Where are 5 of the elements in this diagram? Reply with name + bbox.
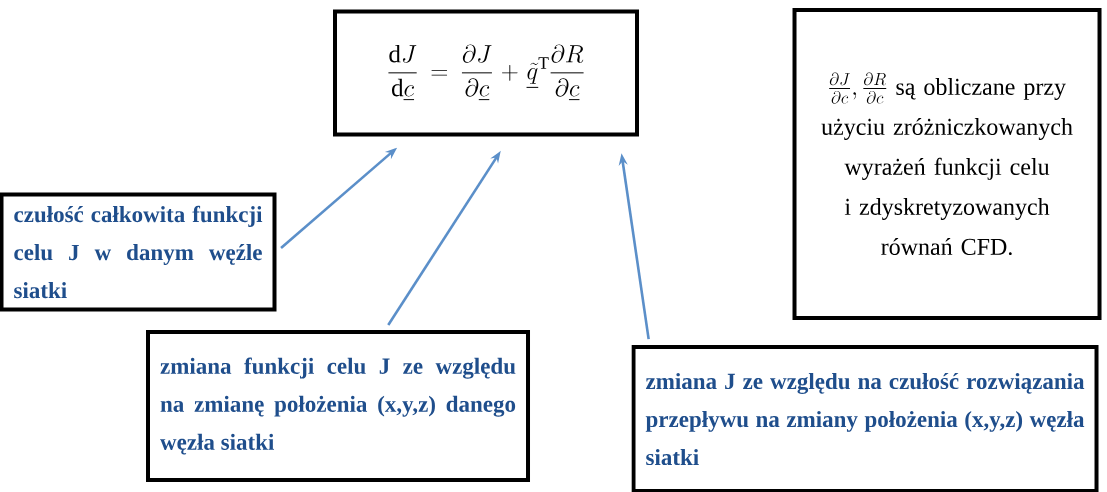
formula-box: $\frac{\mathrm{d}J}{\mathrm{d}\underline{c}} = \frac{\partial J}{\partial \underline{c}} + \underline{\tilde{q}}^{\mathrm{T}} \frac{\partial R}{\partial \underline{c}}$	[333, 9, 639, 137]
text-box: zmiana J ze względu na czułość rozwiązania przepływu na zmiany położenia (x,y,z) węzła siatki	[631, 345, 1099, 492]
text-box: zmiana funkcji celu J ze względu na zmianę położenia (x,y,z) danego węzła siatki	[146, 330, 530, 482]
text-box: czułość całkowita funkcji celu J w danym węźle siatki	[0, 192, 277, 312]
note-box: $\frac{\partial J}{\partial c}, \frac{\partial R}{\partial c}$ są obliczane przy użyciu zróżniczkowanych wyrażeń funkcji celu i zdyskretyzowanych równań CFD.	[792, 8, 1102, 320]
